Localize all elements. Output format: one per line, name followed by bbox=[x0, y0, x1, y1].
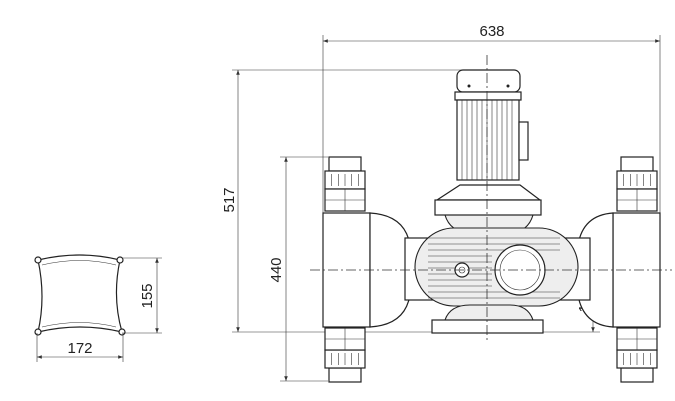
valve bbox=[324, 327, 366, 383]
valve bbox=[616, 156, 658, 212]
valve bbox=[616, 327, 658, 383]
center-lines bbox=[310, 55, 672, 340]
dim-valve-height: 440 bbox=[268, 257, 285, 282]
dim-overall-height: 517 bbox=[221, 187, 238, 212]
valve bbox=[324, 156, 366, 212]
valves bbox=[324, 156, 658, 383]
dim-overall-width: 638 bbox=[479, 23, 504, 40]
dim-base-width: 172 bbox=[67, 340, 92, 357]
motor bbox=[434, 69, 542, 216]
base-plate bbox=[431, 319, 544, 334]
base-footprint-view bbox=[34, 254, 162, 362]
gearbox bbox=[414, 214, 579, 334]
dim-base-height: 155 bbox=[139, 283, 156, 308]
dimension-lines bbox=[232, 35, 661, 382]
